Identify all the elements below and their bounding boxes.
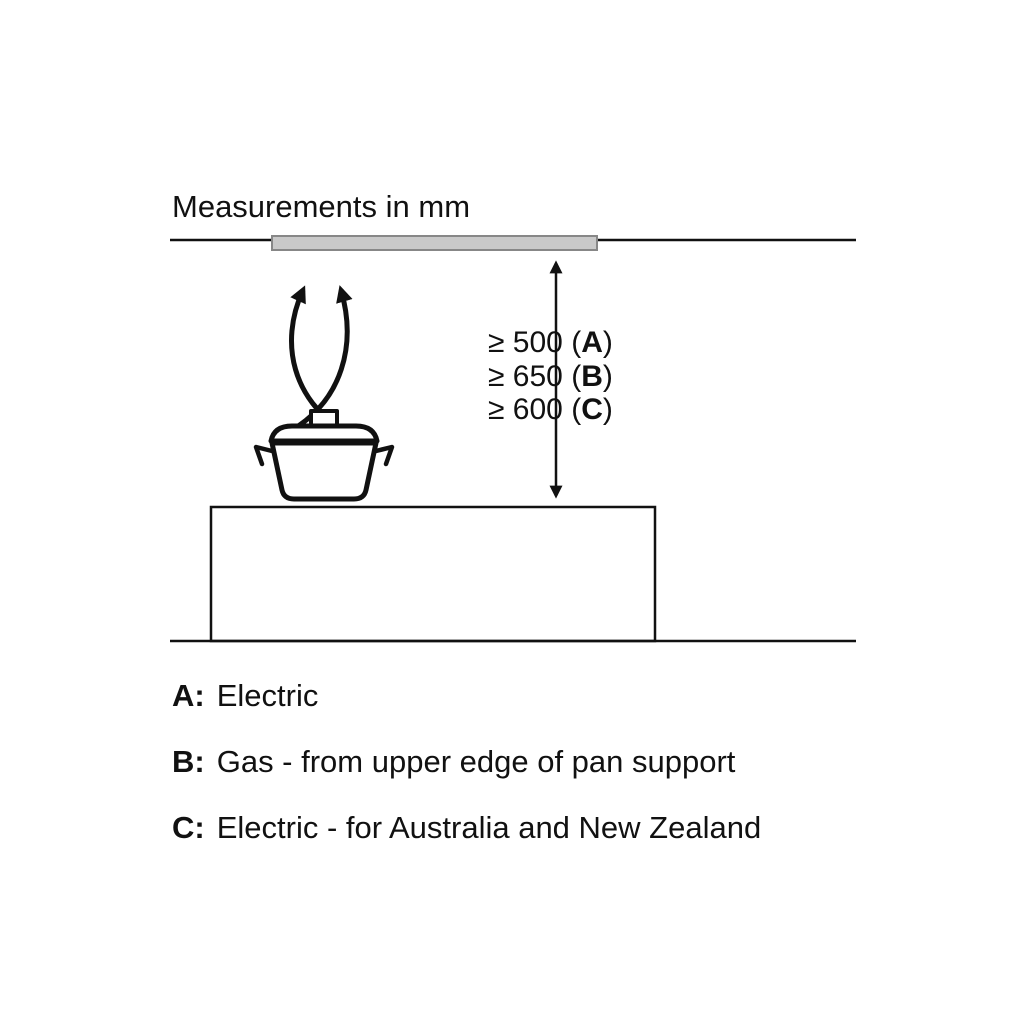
legend-key-a: A: (172, 678, 205, 713)
measurement-b-value: ≥ 650 ( (488, 359, 582, 393)
legend-text-c: Electric - for Australia and New Zealand (216, 810, 762, 845)
legend-key-b: B: (172, 744, 205, 779)
legend-key-c: C: (172, 810, 205, 845)
steam-arrow-right-icon (290, 285, 353, 433)
legend-row-a: A: Electric (172, 680, 761, 711)
measurement-a-value: ≥ 500 ( (488, 326, 582, 359)
measurement-a-letter: A (581, 326, 603, 359)
measurement-c-letter: C (581, 393, 603, 426)
cooker-hood (271, 235, 598, 251)
measurement-line-c: ≥ 600 (C) (488, 393, 613, 426)
measurement-c-value: ≥ 600 ( (488, 393, 582, 426)
page-title: Measurements in mm (172, 189, 471, 224)
legend-text-a: Electric (216, 678, 319, 713)
pot-lid (268, 423, 380, 444)
legend-row-c: C: Electric - for Australia and New Zeala… (172, 812, 761, 843)
pot-left-handle (253, 444, 275, 467)
legend-row-b: B: Gas - from upper edge of pan support (172, 746, 761, 777)
pot-right-handle (373, 444, 395, 467)
pot-icon (253, 409, 395, 502)
legend-text-b: Gas - from upper edge of pan support (216, 744, 736, 779)
worktop (209, 505, 657, 643)
measurement-list: ≥ 500 (A) ≥ 650 (B) ≥ 600 (C) (488, 326, 613, 427)
measurement-b-letter: B (581, 359, 603, 393)
measurement-line-b: ≥ 650 (B) (488, 359, 613, 393)
pot-body (269, 440, 379, 502)
measurement-line-a: ≥ 500 (A) (488, 326, 613, 359)
legend: A: Electric B: Gas - from upper edge of pa… (172, 680, 761, 878)
